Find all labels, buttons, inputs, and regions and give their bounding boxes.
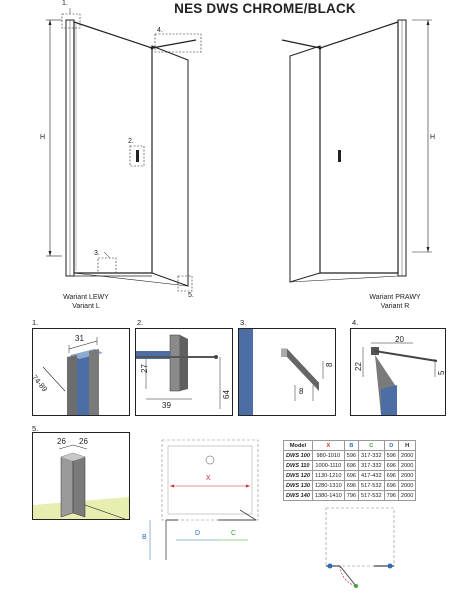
variant-left-pl: Wariant LEWY <box>63 294 109 301</box>
variant-left-en: Variant L <box>72 303 100 310</box>
cell-h: 2000 <box>397 490 417 501</box>
detail-2-width: 39 <box>162 401 171 410</box>
cell-d: 696 <box>383 470 399 481</box>
cell-h: 2000 <box>397 450 417 461</box>
cell-h: 2000 <box>397 470 417 481</box>
header-d: D <box>383 440 399 451</box>
variant-right-en: Variant R <box>380 303 410 310</box>
table-header-row: Model X B C D H <box>283 440 417 451</box>
cell-model: DWS 100 <box>283 450 313 461</box>
detail-3-width: 8 <box>299 387 304 396</box>
variant-right-caption: Wariant PRAWY Variant R <box>355 293 435 311</box>
cell-d: 696 <box>383 480 399 491</box>
cell-h: 2000 <box>397 480 417 491</box>
table-row: DWS 100 980-1010 596 317-332 596 2000 <box>283 450 417 461</box>
detail-4-width: 20 <box>395 335 404 344</box>
cell-x: 980-1010 <box>311 450 345 461</box>
cell-c: 517-532 <box>358 480 385 491</box>
cell-b: 596 <box>343 450 360 461</box>
plan-label-x: X <box>206 475 211 482</box>
cell-b: 796 <box>343 490 360 501</box>
cell-model: DWS 130 <box>283 480 313 491</box>
detail-3-panel: 8 8 <box>238 328 336 416</box>
detail-5-dim-a: 26 <box>57 437 66 446</box>
detail-1-panel: 31 74-89 <box>32 328 130 416</box>
detail-2-number: 2. <box>137 318 144 327</box>
table-row: DWS 140 1380-1410 796 517-532 796 2000 <box>283 490 417 501</box>
cell-d: 696 <box>383 460 399 471</box>
plan-label-b: B <box>142 534 147 541</box>
cell-d: 796 <box>383 490 399 501</box>
detail-4-panel: 20 22 5 <box>350 328 446 416</box>
cell-b: 696 <box>343 460 360 471</box>
callout-1: 1. <box>62 0 68 7</box>
cell-h: 2000 <box>397 460 417 471</box>
header-b: B <box>343 440 360 451</box>
callout-5: 5. <box>188 292 194 299</box>
height-label-left: H <box>40 134 46 141</box>
detail-1-number: 1. <box>32 318 39 327</box>
plan-label-d: D <box>195 530 201 537</box>
detail-5-number: 5. <box>32 424 39 433</box>
cell-x: 1130-1210 <box>311 470 345 481</box>
header-h: H <box>397 440 417 451</box>
header-model: Model <box>283 440 313 451</box>
detail-1-width: 31 <box>75 334 84 343</box>
dimension-table: Model X B C D H DWS 100 980-1010 596 317… <box>283 440 417 501</box>
cell-model: DWS 140 <box>283 490 313 501</box>
cell-x: 1280-1310 <box>311 480 345 491</box>
header-c: C <box>358 440 385 451</box>
cell-model: DWS 120 <box>283 470 313 481</box>
table-row: DWS 130 1280-1310 696 517-532 696 2000 <box>283 480 417 491</box>
cell-x: 1380-1410 <box>311 490 345 501</box>
cell-c: 517-532 <box>358 490 385 501</box>
cell-c: 317-332 <box>358 460 385 471</box>
variant-right-pl: Wariant PRAWY <box>369 294 421 301</box>
detail-5-dim-b: 26 <box>79 437 88 446</box>
cell-c: 317-332 <box>358 450 385 461</box>
cell-b: 696 <box>343 470 360 481</box>
detail-3-number: 3. <box>240 318 247 327</box>
cell-c: 417-432 <box>358 470 385 481</box>
callout-4: 4. <box>157 27 163 34</box>
table-row: DWS 120 1130-1210 696 417-432 696 2000 <box>283 470 417 481</box>
height-label-right: H <box>430 134 436 141</box>
cell-x: 1000-1110 <box>311 460 345 471</box>
table-row: DWS 110 1000-1110 696 317-332 696 2000 <box>283 460 417 471</box>
cell-b: 696 <box>343 480 360 491</box>
detail-2-panel: 27 39 64 <box>135 328 233 416</box>
cell-model: DWS 110 <box>283 460 313 471</box>
variant-left-caption: Wariant LEWY Variant L <box>46 293 126 311</box>
callout-3: 3. <box>94 250 100 257</box>
detail-4-number: 4. <box>352 318 359 327</box>
callout-2: 2. <box>128 138 134 145</box>
cell-d: 596 <box>383 450 399 461</box>
header-x: X <box>311 440 345 451</box>
page-title: NES DWS CHROME/BLACK <box>174 1 356 16</box>
detail-5-panel: 26 26 <box>32 432 130 520</box>
plan-label-c: C <box>231 530 237 537</box>
